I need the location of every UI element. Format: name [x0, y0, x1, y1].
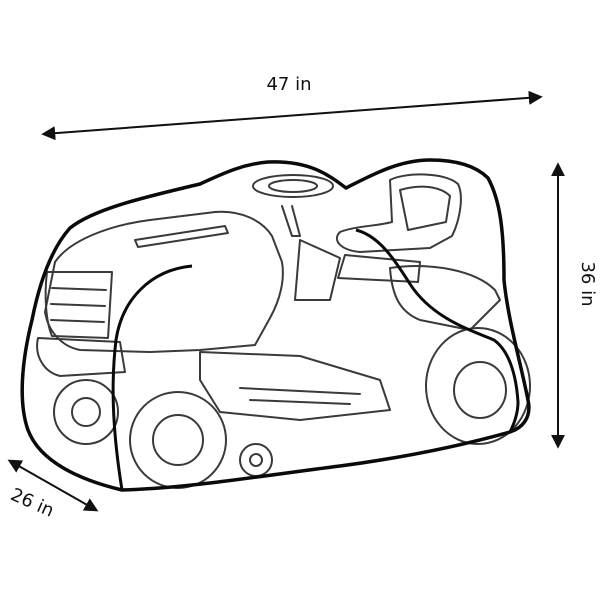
- rear-wheel: [425, 327, 531, 445]
- length-dimension: 47 in: [41, 74, 543, 141]
- deck-wheel: [239, 443, 273, 477]
- steering-wheel: [252, 174, 334, 198]
- cover-front-seam: [111, 264, 193, 491]
- mower-deck: [199, 351, 391, 421]
- height-label: 36 in: [577, 261, 598, 306]
- front-wheel: [129, 391, 227, 489]
- mower-grille: [44, 271, 113, 339]
- mower-hood: [44, 210, 284, 353]
- steering-column: [281, 205, 301, 237]
- mower-front-bumper: [36, 337, 126, 377]
- riding-mower-illustration: [36, 173, 531, 489]
- length-arrow: [41, 90, 543, 141]
- front-caster-wheel: [53, 379, 119, 445]
- depth-label: 26 in: [7, 484, 57, 522]
- length-label: 47 in: [266, 74, 311, 95]
- cover-rear-seam: [355, 228, 520, 433]
- mower-rear-fender: [389, 265, 501, 331]
- cover-outline: [20, 158, 531, 492]
- height-dimension: 36 in: [551, 162, 598, 449]
- depth-dimension: 26 in: [7, 459, 99, 522]
- mower-seat: [335, 173, 462, 253]
- hood-vent-strip: [134, 225, 229, 248]
- depth-arrow: [7, 459, 99, 512]
